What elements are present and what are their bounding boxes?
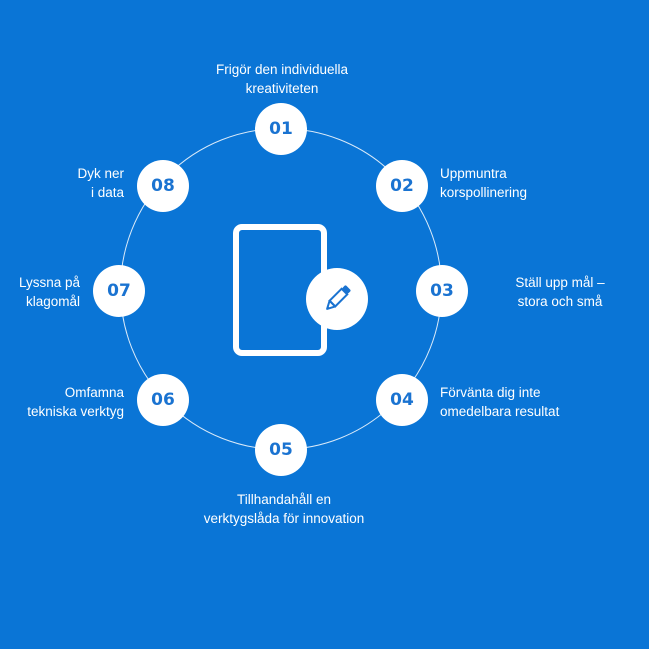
step-number: 07	[107, 281, 131, 301]
step-number: 06	[151, 390, 175, 410]
step-number: 08	[151, 176, 175, 196]
step-number: 04	[390, 390, 414, 410]
tablet-home-bar	[268, 347, 293, 350]
step-label-07: Lyssna på klagomål	[18, 275, 80, 309]
pencil-icon	[306, 268, 368, 330]
step-label-03: Ställ upp mål – stora och små	[515, 275, 605, 309]
step-label-08: Dyk ner i data	[77, 166, 124, 200]
step-number: 01	[269, 119, 293, 139]
step-node-01[interactable]: 01	[255, 103, 307, 155]
step-label-04: Förvänta dig inte omedelbara resultat	[440, 385, 560, 419]
step-number: 03	[430, 281, 454, 301]
step-number: 02	[390, 176, 414, 196]
step-node-05[interactable]: 05	[255, 424, 307, 476]
step-label-06: Omfamna tekniska verktyg	[27, 385, 124, 419]
step-node-06[interactable]: 06	[137, 374, 189, 426]
step-node-08[interactable]: 08	[137, 160, 189, 212]
step-label-05: Tillhandahåll en verktygslåda för innova…	[203, 492, 365, 526]
step-label-02: Uppmuntra korspollinering	[440, 166, 528, 200]
step-node-07[interactable]: 07	[93, 265, 145, 317]
step-label-01: Frigör den individuella kreativiteten	[215, 62, 349, 96]
step-node-03[interactable]: 03	[416, 265, 468, 317]
step-node-02[interactable]: 02	[376, 160, 428, 212]
step-number: 05	[269, 440, 293, 460]
step-node-04[interactable]: 04	[376, 374, 428, 426]
